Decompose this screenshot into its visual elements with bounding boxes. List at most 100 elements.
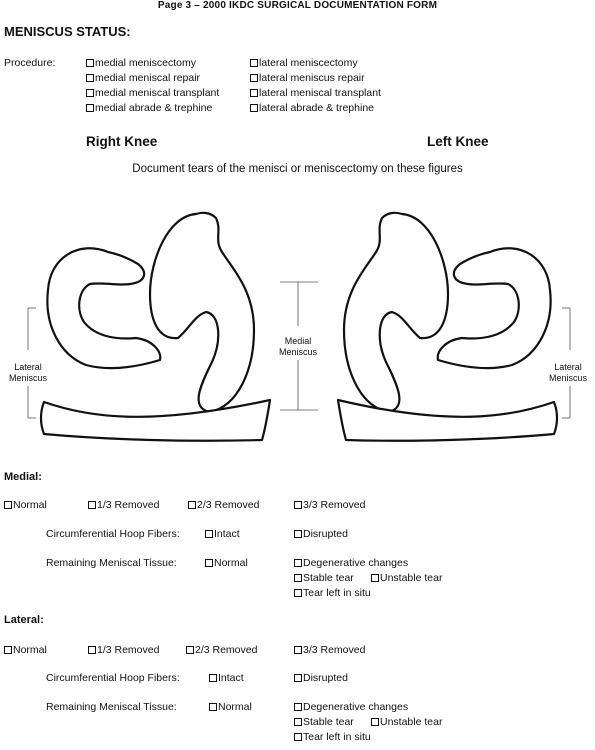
checkbox-icon[interactable] [250, 74, 258, 82]
checkbox-medial-meniscal-repair[interactable]: medial meniscal repair [86, 72, 200, 84]
medial-three-thirds-checkbox[interactable]: 3/3 Removed [294, 499, 365, 511]
page-header: Page 3 – 2000 IKDC SURGICAL DOCUMENTATIO… [157, 0, 438, 11]
option-label: Normal [13, 644, 47, 656]
checkbox-lateral-abrade-trephine[interactable]: lateral abrade & trephine [250, 102, 374, 114]
checkbox-icon[interactable] [4, 646, 12, 654]
checkbox-icon[interactable] [86, 59, 94, 67]
right-medial-meniscus [148, 211, 256, 414]
checkbox-icon[interactable] [88, 501, 96, 509]
checkbox-medial-abrade-trephine[interactable]: medial abrade & trephine [86, 102, 212, 114]
lateral-three-thirds-checkbox[interactable]: 3/3 Removed [294, 644, 365, 656]
lateral-hoop-intact-checkbox[interactable]: Intact [209, 672, 244, 684]
lateral-right-line1: Lateral [554, 362, 582, 372]
medial-label-line2: Meniscus [278, 347, 317, 357]
option-label: 3/3 Removed [303, 499, 366, 511]
lateral-section-title: Lateral: [4, 614, 44, 626]
medial-label-line1: Medial [284, 336, 312, 346]
lateral-normal-checkbox[interactable]: Normal [4, 644, 47, 656]
left-knee-title: Left Knee [427, 134, 489, 149]
lateral-tissue-insitu-checkbox[interactable]: Tear left in situ [294, 731, 371, 743]
lateral-hoop-disrupted-checkbox[interactable]: Disrupted [294, 672, 348, 684]
lateral-one-third-checkbox[interactable]: 1/3 Removed [88, 644, 159, 656]
meniscus-status-title: MENISCUS STATUS: [4, 24, 131, 39]
medial-hoop-disrupted-checkbox[interactable]: Disrupted [294, 528, 348, 540]
checkbox-medial-meniscal-transplant[interactable]: medial meniscal transplant [86, 87, 219, 99]
left-lateral-meniscus [436, 247, 552, 370]
procedure-label: Procedure: [4, 57, 56, 69]
checkbox-icon[interactable] [86, 89, 94, 97]
medial-tissue-insitu-checkbox[interactable]: Tear left in situ [294, 587, 371, 599]
checkbox-icon[interactable] [86, 74, 94, 82]
checkbox-icon[interactable] [294, 530, 302, 538]
medial-tissue-label: Remaining Meniscal Tissue: [46, 557, 177, 569]
option-label: 1/3 Removed [97, 644, 160, 656]
option-label: Stable tear [303, 716, 354, 728]
medial-hoop-label: Circumferential Hoop Fibers: [46, 528, 180, 540]
checkbox-icon[interactable] [188, 501, 196, 509]
lateral-tissue-unstable-checkbox[interactable]: Unstable tear [371, 716, 442, 728]
option-label: Tear left in situ [303, 731, 371, 743]
lateral-left-line1: Lateral [14, 362, 42, 372]
meniscus-diagram[interactable] [0, 190, 595, 458]
checkbox-icon[interactable] [294, 674, 302, 682]
medial-tissue-degenerative-checkbox[interactable]: Degenerative changes [294, 557, 408, 569]
lateral-tissue-degenerative-checkbox[interactable]: Degenerative changes [294, 701, 408, 713]
checkbox-icon[interactable] [294, 574, 302, 582]
option-label: lateral meniscal transplant [259, 87, 381, 99]
option-label: medial meniscectomy [95, 57, 196, 69]
lateral-left-line2: Meniscus [8, 373, 47, 383]
medial-meniscus-label: Medial Meniscus [268, 336, 328, 358]
checkbox-lateral-meniscectomy[interactable]: lateral meniscectomy [250, 57, 358, 69]
checkbox-lateral-meniscal-transplant[interactable]: lateral meniscal transplant [250, 87, 381, 99]
lateral-right-line2: Meniscus [548, 373, 587, 383]
checkbox-icon[interactable] [88, 646, 96, 654]
checkbox-icon[interactable] [294, 733, 302, 741]
option-label: lateral meniscus repair [259, 72, 365, 84]
checkbox-icon[interactable] [294, 703, 302, 711]
option-label: Unstable tear [380, 716, 443, 728]
medial-tissue-stable-checkbox[interactable]: Stable tear [294, 572, 354, 584]
checkbox-icon[interactable] [186, 646, 194, 654]
option-label: medial meniscal transplant [95, 87, 220, 99]
medial-one-third-checkbox[interactable]: 1/3 Removed [88, 499, 159, 511]
checkbox-lateral-meniscus-repair[interactable]: lateral meniscus repair [250, 72, 365, 84]
medial-normal-checkbox[interactable]: Normal [4, 499, 47, 511]
medial-tissue-unstable-checkbox[interactable]: Unstable tear [371, 572, 442, 584]
checkbox-icon[interactable] [205, 559, 213, 567]
checkbox-medial-meniscectomy[interactable]: medial meniscectomy [86, 57, 196, 69]
checkbox-icon[interactable] [250, 89, 258, 97]
checkbox-icon[interactable] [209, 703, 217, 711]
checkbox-icon[interactable] [209, 674, 217, 682]
option-label: Normal [218, 701, 252, 713]
medial-tissue-normal-checkbox[interactable]: Normal [205, 557, 248, 569]
lateral-hoop-label: Circumferential Hoop Fibers: [46, 672, 180, 684]
checkbox-icon[interactable] [294, 646, 302, 654]
lateral-two-thirds-checkbox[interactable]: 2/3 Removed [186, 644, 257, 656]
checkbox-icon[interactable] [250, 104, 258, 112]
checkbox-icon[interactable] [86, 104, 94, 112]
option-label: 2/3 Removed [195, 644, 258, 656]
right-knee-title: Right Knee [86, 134, 158, 149]
checkbox-icon[interactable] [294, 589, 302, 597]
checkbox-icon[interactable] [294, 559, 302, 567]
option-label: medial abrade & trephine [95, 102, 213, 114]
checkbox-icon[interactable] [371, 718, 379, 726]
medial-two-thirds-checkbox[interactable]: 2/3 Removed [188, 499, 259, 511]
checkbox-icon[interactable] [294, 718, 302, 726]
medial-hoop-intact-checkbox[interactable]: Intact [205, 528, 240, 540]
option-label: Degenerative changes [303, 557, 409, 569]
right-cross-section [39, 398, 272, 442]
option-label: lateral meniscectomy [259, 57, 358, 69]
lateral-tissue-stable-checkbox[interactable]: Stable tear [294, 716, 354, 728]
checkbox-icon[interactable] [294, 501, 302, 509]
checkbox-icon[interactable] [205, 530, 213, 538]
option-label: Normal [214, 557, 248, 569]
checkbox-icon[interactable] [371, 574, 379, 582]
option-label: Disrupted [303, 528, 348, 540]
lateral-tissue-normal-checkbox[interactable]: Normal [209, 701, 252, 713]
option-label: Normal [13, 499, 47, 511]
option-label: medial meniscal repair [95, 72, 201, 84]
checkbox-icon[interactable] [4, 501, 12, 509]
checkbox-icon[interactable] [250, 59, 258, 67]
option-label: Stable tear [303, 572, 354, 584]
